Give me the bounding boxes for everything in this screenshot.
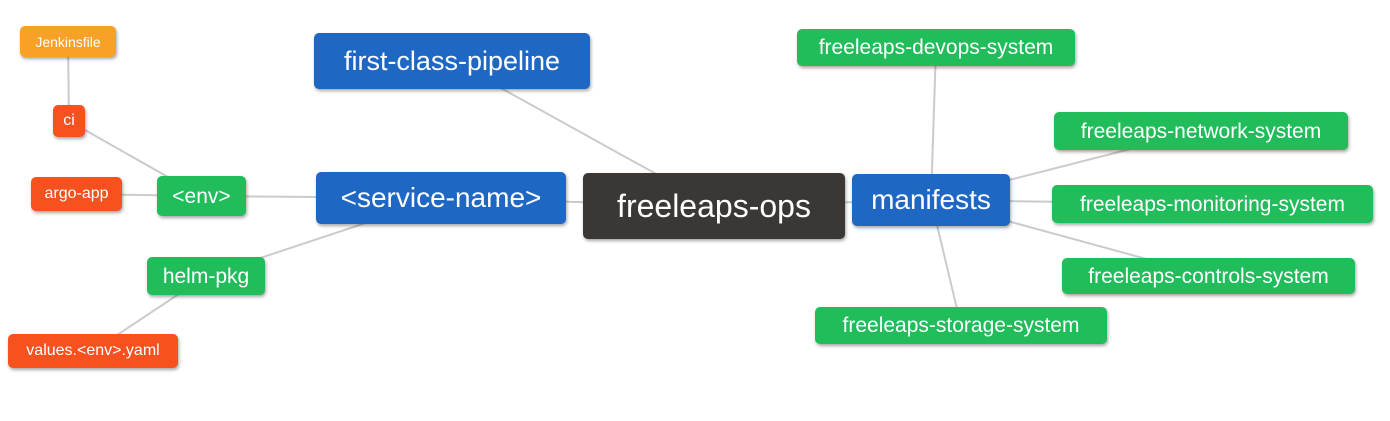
- node-freeleaps-network-system[interactable]: freeleaps-network-system: [1054, 112, 1348, 150]
- node-freeleaps-devops-system[interactable]: freeleaps-devops-system: [797, 29, 1075, 66]
- node-service-name[interactable]: <service-name>: [316, 172, 566, 224]
- node-manifests[interactable]: manifests: [852, 174, 1010, 226]
- node-freeleaps-controls-system[interactable]: freeleaps-controls-system: [1062, 258, 1355, 294]
- node-label-jenkinsfile: Jenkinsfile: [35, 33, 101, 50]
- node-label-service-name: <service-name>: [340, 182, 542, 213]
- node-values-env-yaml[interactable]: values.<env>.yaml: [8, 334, 178, 368]
- node-label-freeleaps-ops: freeleaps-ops: [617, 188, 811, 224]
- node-ci[interactable]: ci: [53, 105, 85, 137]
- node-label-freeleaps-monitoring-system: freeleaps-monitoring-system: [1080, 192, 1345, 216]
- node-label-freeleaps-devops-system: freeleaps-devops-system: [818, 36, 1054, 59]
- node-label-values-env-yaml: values.<env>.yaml: [26, 342, 160, 359]
- node-label-argo-app: argo-app: [44, 185, 109, 202]
- node-label-freeleaps-network-system: freeleaps-network-system: [1080, 119, 1322, 143]
- node-first-class-pipeline[interactable]: first-class-pipeline: [314, 33, 590, 89]
- node-freeleaps-storage-system[interactable]: freeleaps-storage-system: [815, 307, 1107, 344]
- node-label-freeleaps-controls-system: freeleaps-controls-system: [1088, 264, 1329, 288]
- node-argo-app[interactable]: argo-app: [31, 177, 122, 211]
- node-label-freeleaps-storage-system: freeleaps-storage-system: [842, 314, 1080, 337]
- node-jenkinsfile[interactable]: Jenkinsfile: [20, 26, 116, 57]
- node-helm-pkg[interactable]: helm-pkg: [147, 257, 265, 295]
- node-freeleaps-ops[interactable]: freeleaps-ops: [583, 173, 845, 239]
- node-label-ci: ci: [63, 112, 75, 129]
- node-label-env: <env>: [172, 184, 231, 208]
- node-env[interactable]: <env>: [157, 176, 246, 216]
- node-label-helm-pkg: helm-pkg: [162, 264, 250, 288]
- node-label-first-class-pipeline: first-class-pipeline: [343, 45, 561, 76]
- node-label-manifests: manifests: [871, 184, 991, 215]
- node-freeleaps-monitoring-system[interactable]: freeleaps-monitoring-system: [1052, 185, 1373, 223]
